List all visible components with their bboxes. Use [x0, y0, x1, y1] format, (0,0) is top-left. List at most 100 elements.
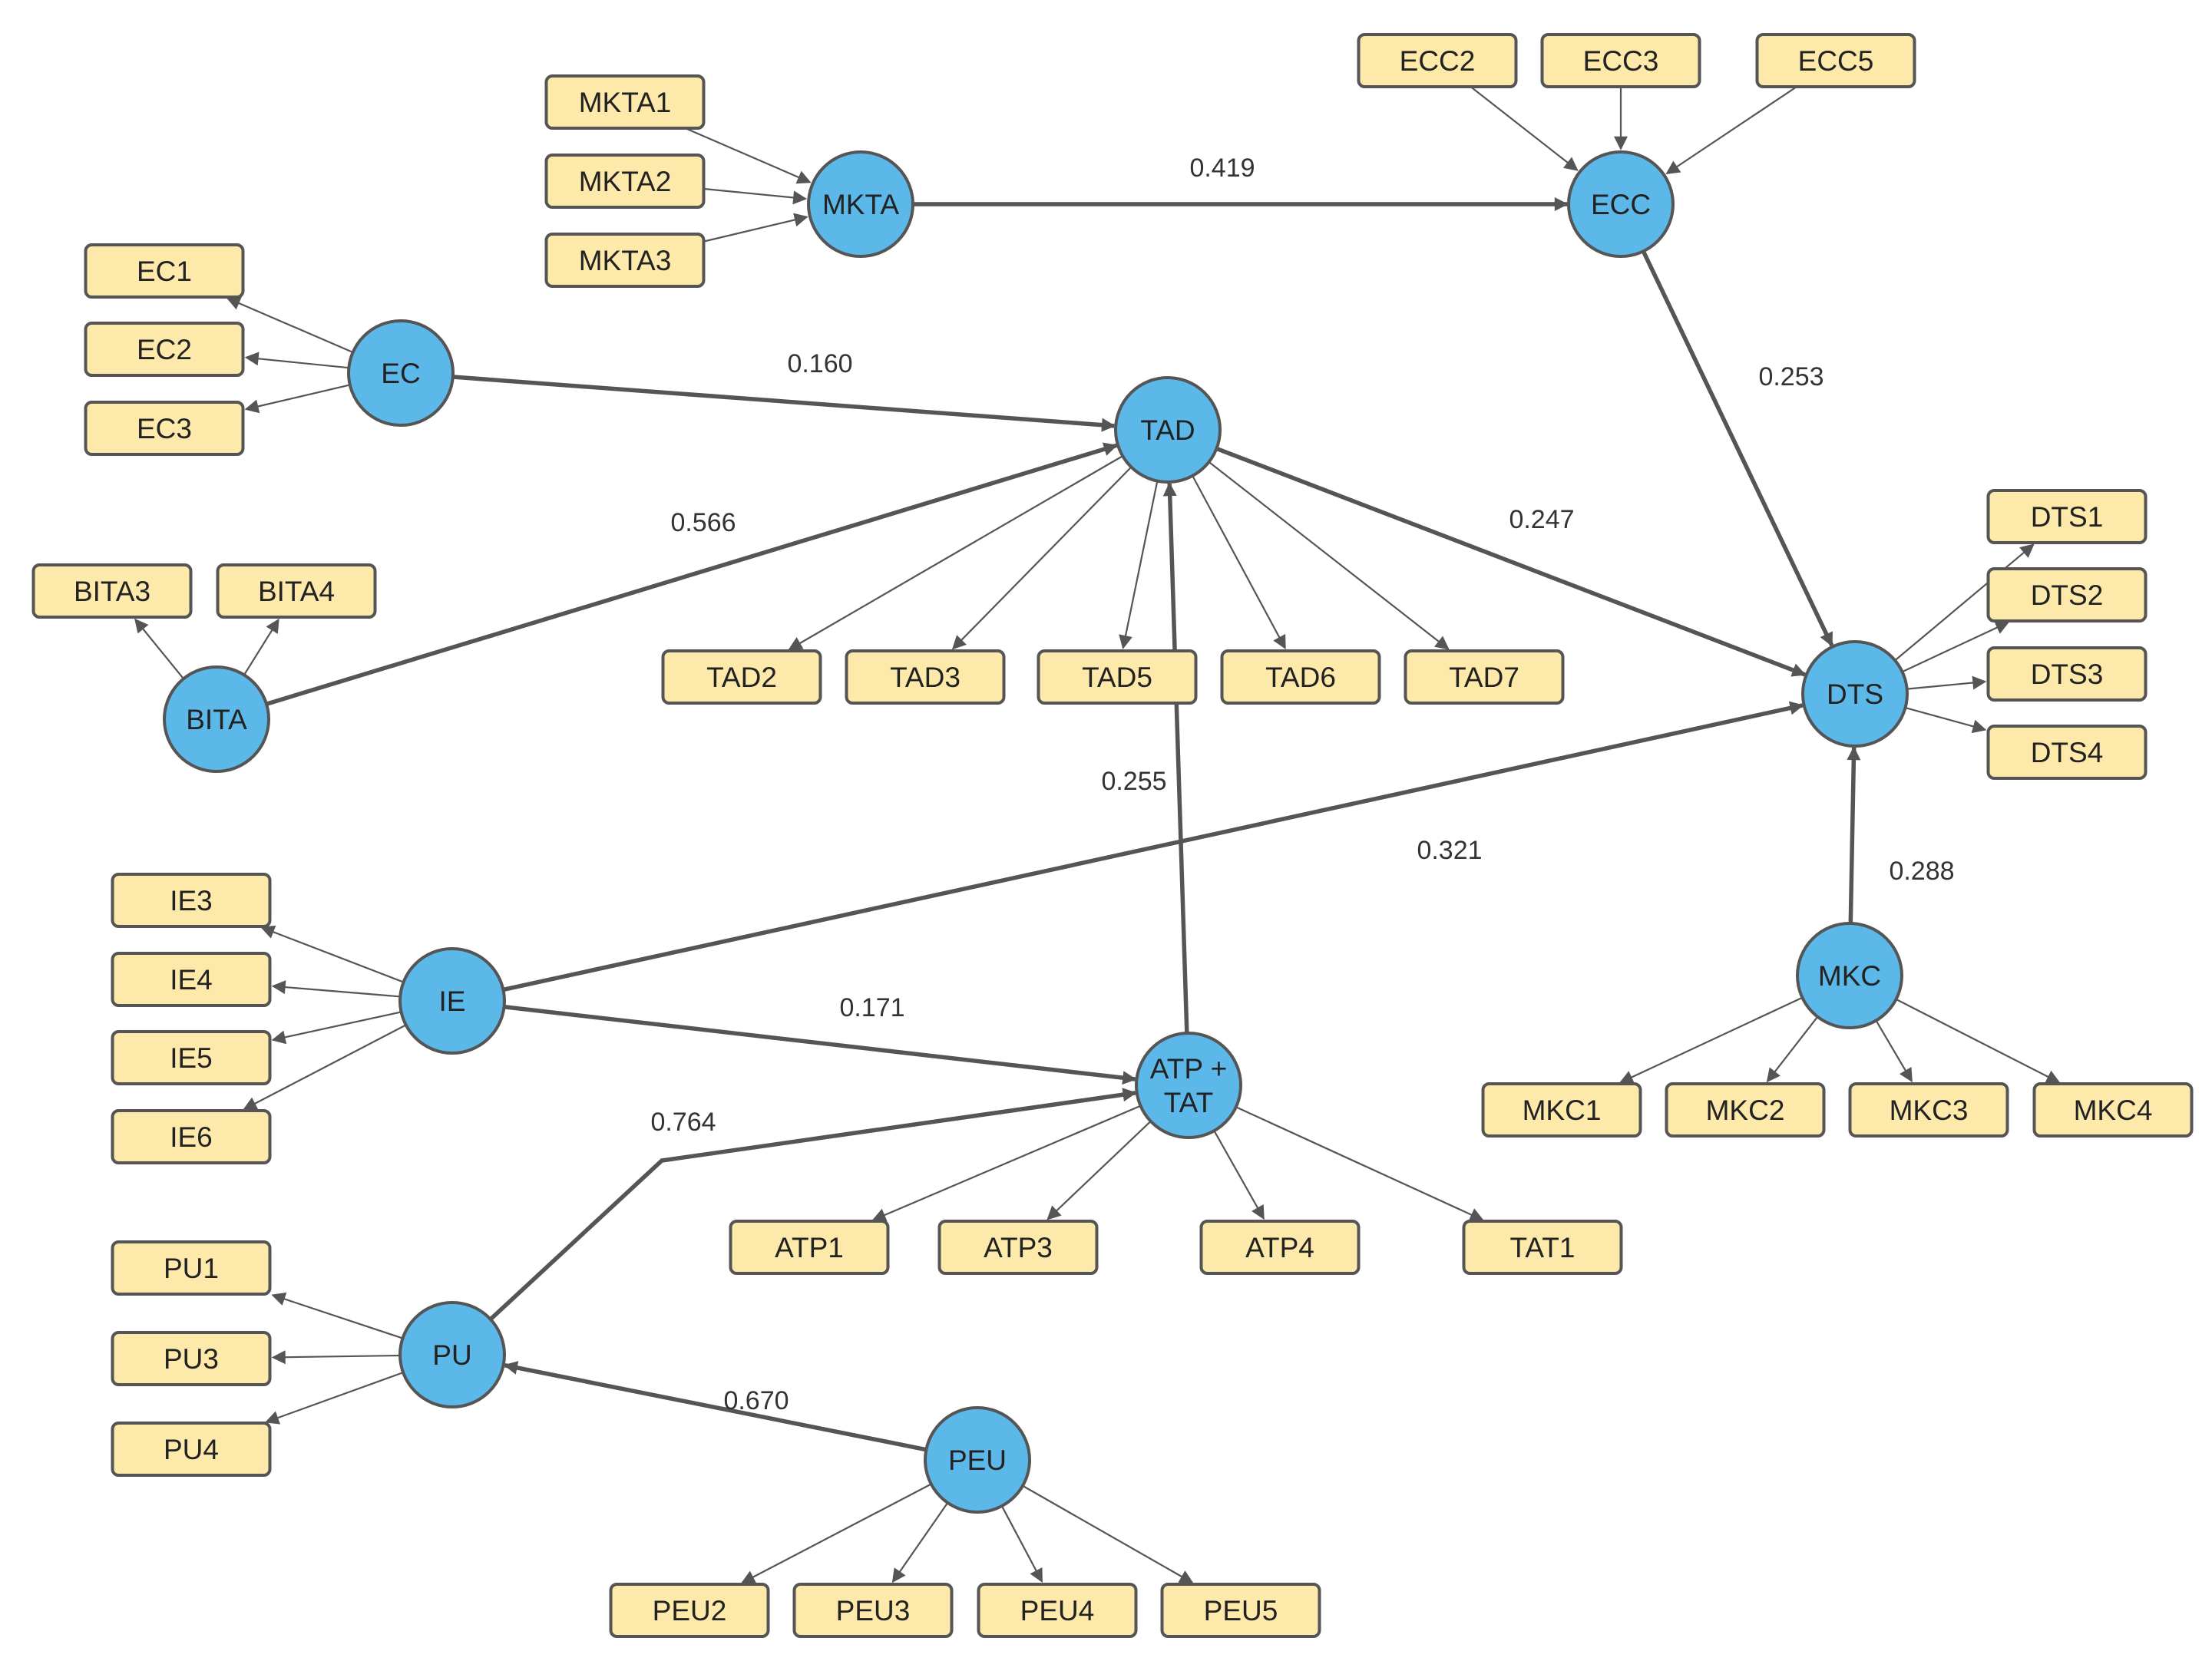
- indicator-pu1: PU1: [111, 1240, 272, 1296]
- indicator-box: [544, 154, 706, 209]
- measurement-arrow-pu-to-pu4: [265, 1372, 404, 1425]
- latent-label: ATP +TAT: [1150, 1053, 1227, 1118]
- measurement-arrow-ie-to-ie5: [271, 1011, 402, 1045]
- indicator-box: [1755, 33, 1916, 88]
- indicator-box: [111, 1331, 272, 1386]
- latent-label-line: DTS: [1827, 679, 1883, 710]
- indicator-pu3: PU3: [111, 1331, 272, 1386]
- measurement-arrow-ec-to-ec2: [244, 352, 349, 369]
- latent-circle: [163, 665, 270, 773]
- latent-label-line: PEU: [948, 1445, 1007, 1476]
- measurement-arrow-ec-to-ec3: [244, 384, 351, 414]
- measurement-arrow-mkta3-to-mkta: [703, 213, 808, 243]
- indicator-box: [1986, 489, 2148, 544]
- latent-ec: EC: [347, 319, 455, 427]
- indicator-label: BITA3: [74, 576, 150, 607]
- indicator-label: PEU5: [1204, 1595, 1278, 1626]
- indicator-label: ECC3: [1583, 45, 1659, 77]
- path-arrow-pu-to-atptat: [489, 1088, 1137, 1321]
- indicator-ie5: IE5: [111, 1030, 272, 1085]
- latent-circle: [398, 947, 506, 1055]
- latent-label-line: MKC: [1818, 960, 1881, 992]
- indicator-label: MKC1: [1523, 1095, 1602, 1126]
- indicator-label: TAD7: [1449, 662, 1519, 693]
- measurement-arrow-peu-to-peu3: [891, 1502, 949, 1583]
- measurement-arrow-ecc2-to-ecc: [1470, 86, 1579, 171]
- measurement-arrow-tad-to-tad7: [1208, 461, 1450, 650]
- measurement-arrow-mkc-to-mkc4: [1896, 998, 2061, 1084]
- indicator-box: [1665, 1082, 1826, 1138]
- indicator-box: [111, 1109, 272, 1164]
- indicator-label: TAD2: [706, 662, 777, 693]
- measurement-arrow-mkta2-to-mkta: [703, 187, 808, 205]
- indicator-box: [1986, 725, 2148, 780]
- latent-label-line: TAT: [1164, 1087, 1213, 1118]
- path-coefficient-atptat-to-tad: 0.255: [1101, 767, 1166, 796]
- latent-circle: [1135, 1032, 1242, 1139]
- measurement-arrow-ie-to-ie3: [260, 925, 404, 983]
- latent-label-line: PU: [432, 1339, 471, 1371]
- measurement-arrow-ie-to-ie6: [243, 1024, 407, 1111]
- latent-dts: DTS: [1801, 640, 1909, 748]
- measurement-arrow-peu-to-peu5: [1022, 1484, 1194, 1583]
- latent-peu: PEU: [924, 1406, 1031, 1514]
- indicator-mkta1: MKTA1: [544, 74, 706, 130]
- path-coefficient-mkc-to-dts: 0.288: [1889, 857, 1954, 886]
- indicator-box: [216, 563, 377, 619]
- latent-label: EC: [381, 358, 420, 389]
- indicator-box: [1481, 1082, 1642, 1138]
- indicator-label: ATP4: [1245, 1232, 1314, 1263]
- indicator-box: [544, 233, 706, 288]
- indicator-label: PU3: [164, 1343, 219, 1375]
- latent-label: BITA: [186, 704, 247, 735]
- indicator-label: ECC5: [1798, 45, 1874, 77]
- indicator-dts2: DTS2: [1986, 567, 2148, 622]
- path-arrow-ec-to-tad: [452, 375, 1116, 432]
- indicator-label: IE5: [170, 1042, 213, 1074]
- latent-circle: [398, 1301, 506, 1408]
- coefficient-labels-layer: 0.4190.1600.5660.2530.2470.2550.3210.288…: [650, 154, 1954, 1415]
- measurement-arrow-ec-to-ec1: [226, 296, 354, 354]
- indicator-atp3: ATP3: [937, 1220, 1099, 1275]
- indicator-bita4: BITA4: [216, 563, 377, 619]
- latent-label: TAD: [1140, 414, 1195, 446]
- latent-mkc: MKC: [1796, 922, 1903, 1029]
- latent-label: MKTA: [822, 189, 899, 220]
- indicator-box: [1848, 1082, 2009, 1138]
- indicator-pu4: PU4: [111, 1422, 272, 1477]
- indicator-label: MKC2: [1706, 1095, 1785, 1126]
- path-arrow-ie-to-atptat: [504, 1005, 1137, 1085]
- indicator-dts3: DTS3: [1986, 646, 2148, 702]
- path-coefficient-peu-to-pu: 0.670: [723, 1386, 789, 1415]
- latent-atptat: ATP +TAT: [1135, 1032, 1242, 1139]
- indicator-box: [111, 952, 272, 1007]
- indicator-box: [111, 1422, 272, 1477]
- indicator-ecc3: ECC3: [1540, 33, 1701, 88]
- indicator-box: [661, 649, 822, 705]
- measurement-arrow-tad-to-tad5: [1119, 480, 1159, 649]
- indicator-peu5: PEU5: [1160, 1583, 1321, 1638]
- indicator-bita3: BITA3: [31, 563, 193, 619]
- indicator-peu2: PEU2: [609, 1583, 770, 1638]
- measurement-arrow-bita-to-bita3: [134, 618, 184, 679]
- indicator-label: MKTA2: [579, 166, 672, 197]
- indicator-box: [84, 243, 245, 299]
- latent-circle: [1114, 376, 1222, 484]
- indicator-box: [1037, 649, 1198, 705]
- latent-label: DTS: [1827, 679, 1883, 710]
- latent-label-line: ATP +: [1150, 1053, 1227, 1085]
- path-arrow-bita-to-tad: [266, 442, 1118, 706]
- indicator-label: EC2: [137, 334, 192, 365]
- indicator-box: [544, 74, 706, 130]
- indicator-label: PU1: [164, 1253, 219, 1284]
- latent-circle: [807, 150, 914, 258]
- indicator-label: BITA4: [258, 576, 335, 607]
- latent-label-line: TAD: [1140, 414, 1195, 446]
- path-arrow-tad-to-dts: [1215, 446, 1807, 677]
- indicator-label: EC3: [137, 413, 192, 444]
- measurement-arrow-ie-to-ie4: [271, 980, 401, 998]
- path-arrow-peu-to-pu: [503, 1361, 927, 1452]
- indicator-mkta2: MKTA2: [544, 154, 706, 209]
- path-coefficient-ecc-to-dts: 0.253: [1758, 362, 1823, 391]
